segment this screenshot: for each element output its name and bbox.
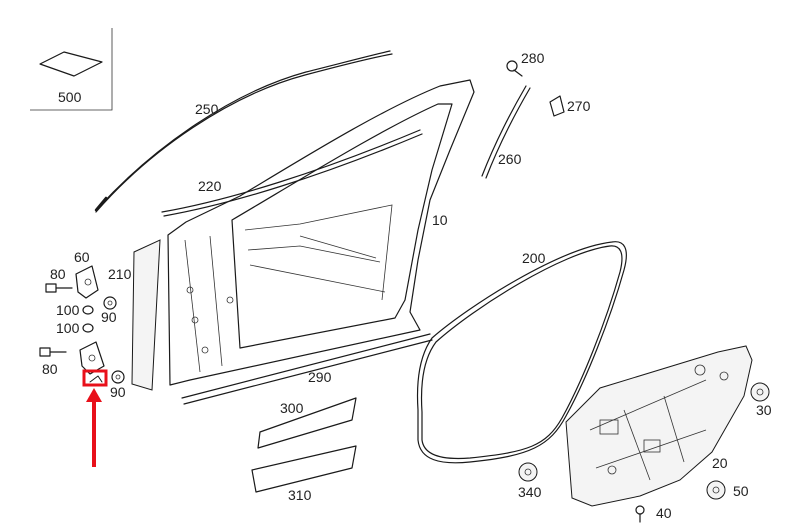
part-340-grommet: 340 xyxy=(518,462,542,500)
part-80-bolt-lower: 80 xyxy=(39,347,67,377)
part-100-nut-lower: 100 xyxy=(56,320,94,336)
label-300: 300 xyxy=(280,400,304,416)
part-100-nut-upper: 100 xyxy=(56,302,94,318)
label-290: 290 xyxy=(308,369,332,385)
highlight-marker xyxy=(82,369,108,467)
label-20: 20 xyxy=(712,455,728,471)
part-300-plate: 300 xyxy=(257,397,357,449)
part-250-roof-molding: 250 xyxy=(94,50,393,213)
label-10: 10 xyxy=(432,212,448,228)
part-lower-hinge xyxy=(79,341,105,375)
label-280: 280 xyxy=(521,50,545,66)
label-100b: 100 xyxy=(56,320,80,336)
label-270: 270 xyxy=(567,98,591,114)
part-210-pillar-trim: 210 xyxy=(108,239,161,391)
part-270-clip: 270 xyxy=(549,95,591,117)
label-80b: 80 xyxy=(42,361,58,377)
part-30-grommet: 30 xyxy=(750,382,772,418)
label-220: 220 xyxy=(198,178,222,194)
part-260-trim: 260 xyxy=(481,85,531,179)
part-200-door-seal: 200 xyxy=(416,241,627,464)
label-250: 250 xyxy=(195,101,219,117)
label-310: 310 xyxy=(288,487,312,503)
label-50: 50 xyxy=(733,483,749,499)
label-260: 260 xyxy=(498,151,522,167)
part-290-sill-strip: 290 xyxy=(181,333,433,405)
part-80-bolt-upper: 80 xyxy=(45,266,73,293)
label-80a: 80 xyxy=(50,266,66,282)
part-50-grommet: 50 xyxy=(706,480,749,500)
label-30: 30 xyxy=(756,402,772,418)
label-60: 60 xyxy=(74,249,90,265)
part-500-inset: 500 xyxy=(30,28,113,111)
label-90a: 90 xyxy=(101,309,117,325)
label-100a: 100 xyxy=(56,302,80,318)
part-40-bolt: 40 xyxy=(635,505,672,523)
part-90-washer-upper: 90 xyxy=(101,296,117,325)
part-280-screw: 280 xyxy=(506,50,545,77)
part-220-strip: 220 xyxy=(161,129,423,217)
part-10-door-frame: 10 xyxy=(167,79,475,386)
highlight-box xyxy=(82,369,108,387)
label-200: 200 xyxy=(522,250,546,266)
label-210: 210 xyxy=(108,266,132,282)
part-90-washer-lower: 90 xyxy=(110,370,126,400)
label-340: 340 xyxy=(518,484,542,500)
part-310-plate: 310 xyxy=(251,445,357,503)
label-500: 500 xyxy=(58,89,82,105)
label-90b: 90 xyxy=(110,384,126,400)
highlight-arrow-head xyxy=(86,388,102,402)
label-40: 40 xyxy=(656,505,672,521)
part-20-door-module: 20 xyxy=(565,345,753,507)
part-60-upper-hinge: 60 xyxy=(74,249,99,299)
